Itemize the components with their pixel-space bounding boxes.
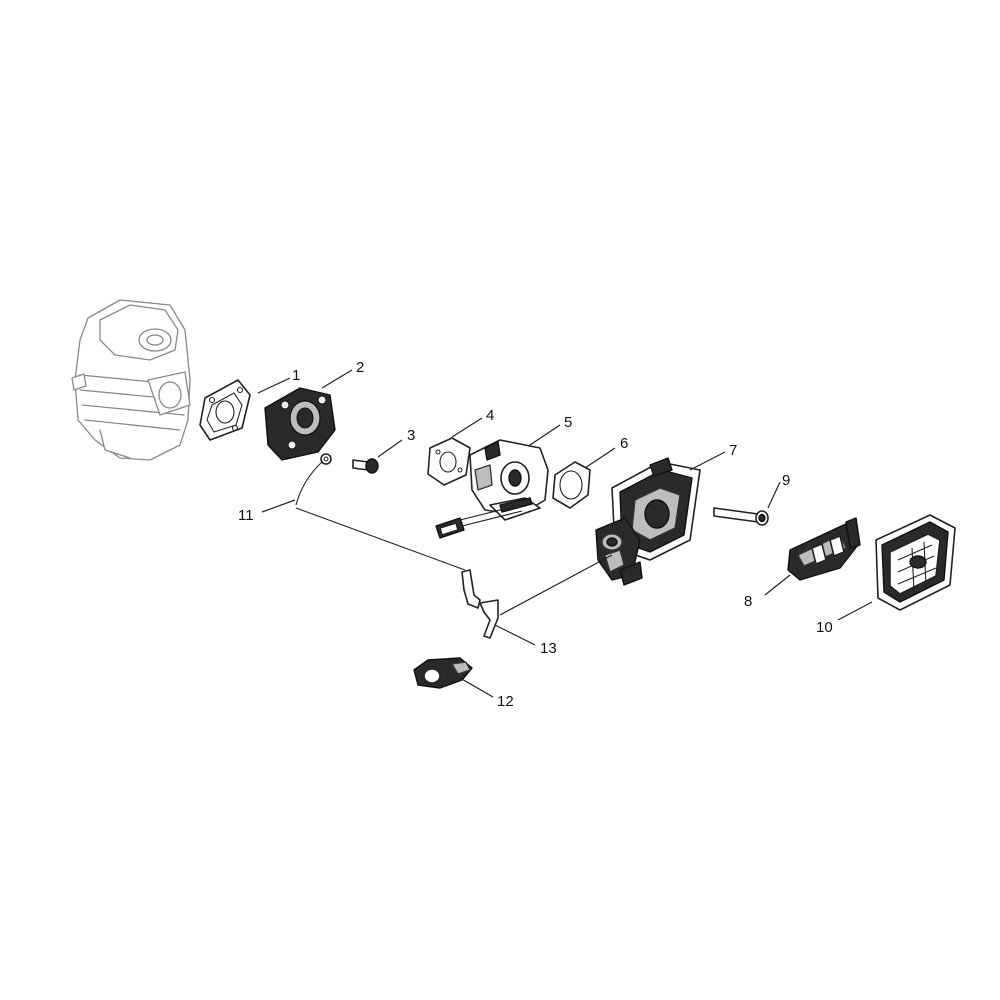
part-4-gasket[interactable] bbox=[427, 437, 471, 486]
part-2-intake-flange[interactable] bbox=[264, 387, 336, 461]
callout-4: 4 bbox=[486, 407, 494, 424]
callout-11: 11 bbox=[238, 507, 254, 524]
callout-5: 5 bbox=[564, 414, 572, 431]
part-5-carburetor[interactable] bbox=[435, 439, 549, 539]
part-10-air-filter[interactable] bbox=[875, 514, 956, 611]
part-12-switch[interactable] bbox=[413, 657, 473, 689]
callout-6: 6 bbox=[620, 435, 628, 452]
callout-labels: 1 2 3 4 5 6 7 8 9 10 11 12 13 bbox=[238, 359, 833, 710]
callout-12: 12 bbox=[497, 693, 514, 710]
leader-lines bbox=[257, 369, 873, 698]
callout-13: 13 bbox=[540, 640, 557, 657]
part-11-wire[interactable] bbox=[295, 453, 332, 506]
part-7-air-filter-base[interactable] bbox=[595, 457, 701, 586]
part-8-bracket[interactable] bbox=[787, 517, 861, 581]
part-6-gasket[interactable] bbox=[552, 461, 591, 509]
callout-10: 10 bbox=[816, 619, 833, 636]
callout-7: 7 bbox=[729, 442, 737, 459]
part-1-gasket[interactable] bbox=[199, 379, 251, 441]
cylinder bbox=[71, 299, 191, 461]
callout-1: 1 bbox=[292, 367, 300, 384]
callout-9: 9 bbox=[782, 472, 790, 489]
part-13-terminal[interactable] bbox=[295, 507, 499, 639]
part-3-screw[interactable] bbox=[352, 458, 379, 474]
callout-2: 2 bbox=[356, 359, 364, 376]
part-9-bolt[interactable] bbox=[713, 507, 769, 526]
callout-3: 3 bbox=[407, 427, 415, 444]
callout-8: 8 bbox=[744, 593, 752, 610]
